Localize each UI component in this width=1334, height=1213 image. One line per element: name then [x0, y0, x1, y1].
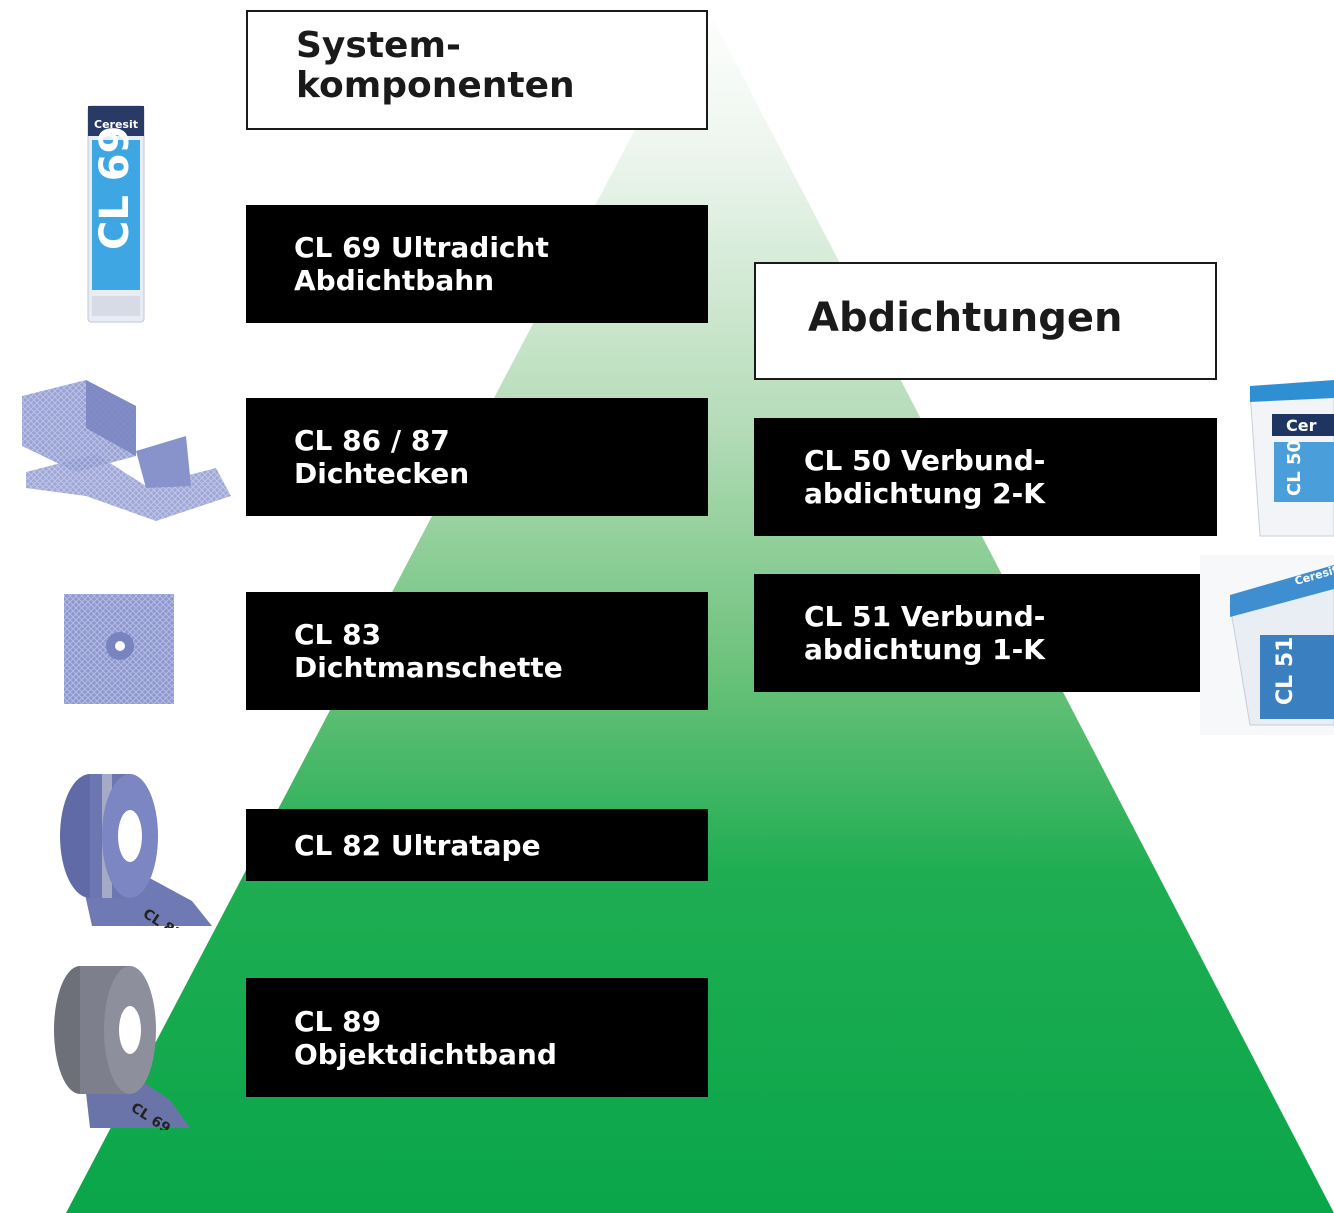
bucket1-brand-text: Cer: [1286, 416, 1317, 435]
bucket2-code-text: CL 51: [1273, 637, 1298, 705]
bucket1-code-text: CL 50: [1284, 440, 1305, 496]
abdichtungen-header-text: Abdichtungen: [808, 295, 1123, 341]
system-components-header-text: System- komponenten: [296, 25, 575, 106]
label-cl69-text: CL 69 Ultradicht Abdichtbahn: [294, 231, 549, 297]
label-cl89-objektdichtband: CL 89 Objektdichtband: [246, 978, 708, 1097]
label-cl82-text: CL 82 Ultratape: [294, 828, 541, 862]
label-cl69-abdichtbahn: CL 69 Ultradicht Abdichtbahn: [246, 205, 708, 323]
system-components-header: System- komponenten: [246, 10, 708, 130]
label-cl50-verbundabdichtung: CL 50 Verbund- abdichtung 2-K: [754, 418, 1217, 536]
label-cl83-dichtmanschette: CL 83 Dichtmanschette: [246, 592, 708, 710]
label-cl89-text: CL 89 Objektdichtband: [294, 1004, 557, 1071]
cl69-sealing-sheet-roll-icon: Ceresit CL 69: [87, 105, 145, 323]
label-cl83-text: CL 83 Dichtmanschette: [294, 618, 563, 684]
cl51-bucket-icon: CL 51 Ceresit: [1200, 555, 1334, 735]
label-cl51-text: CL 51 Verbund- abdichtung 1-K: [804, 600, 1046, 666]
sealing-corner-icon: [22, 380, 231, 521]
label-cl51-verbundabdichtung: CL 51 Verbund- abdichtung 1-K: [754, 574, 1217, 692]
cl50-bucket-icon: Cer CL 50: [1249, 380, 1334, 537]
label-cl86-87-dichtecken: CL 86 / 87 Dichtecken: [246, 398, 708, 516]
sealing-sleeve-icon: [64, 594, 174, 704]
tube-code-text: CL 69: [92, 126, 138, 250]
sealing-tape-roll-icon: CL 82: [60, 774, 212, 928]
object-sealing-band-roll-icon: CL 69: [54, 966, 190, 1130]
label-cl82-ultratape: CL 82 Ultratape: [246, 809, 708, 881]
label-cl50-text: CL 50 Verbund- abdichtung 2-K: [804, 444, 1046, 510]
abdichtungen-header: Abdichtungen: [754, 262, 1217, 380]
label-cl86-text: CL 86 / 87 Dichtecken: [294, 424, 470, 490]
tube-brand-text: Ceresit: [94, 118, 138, 131]
